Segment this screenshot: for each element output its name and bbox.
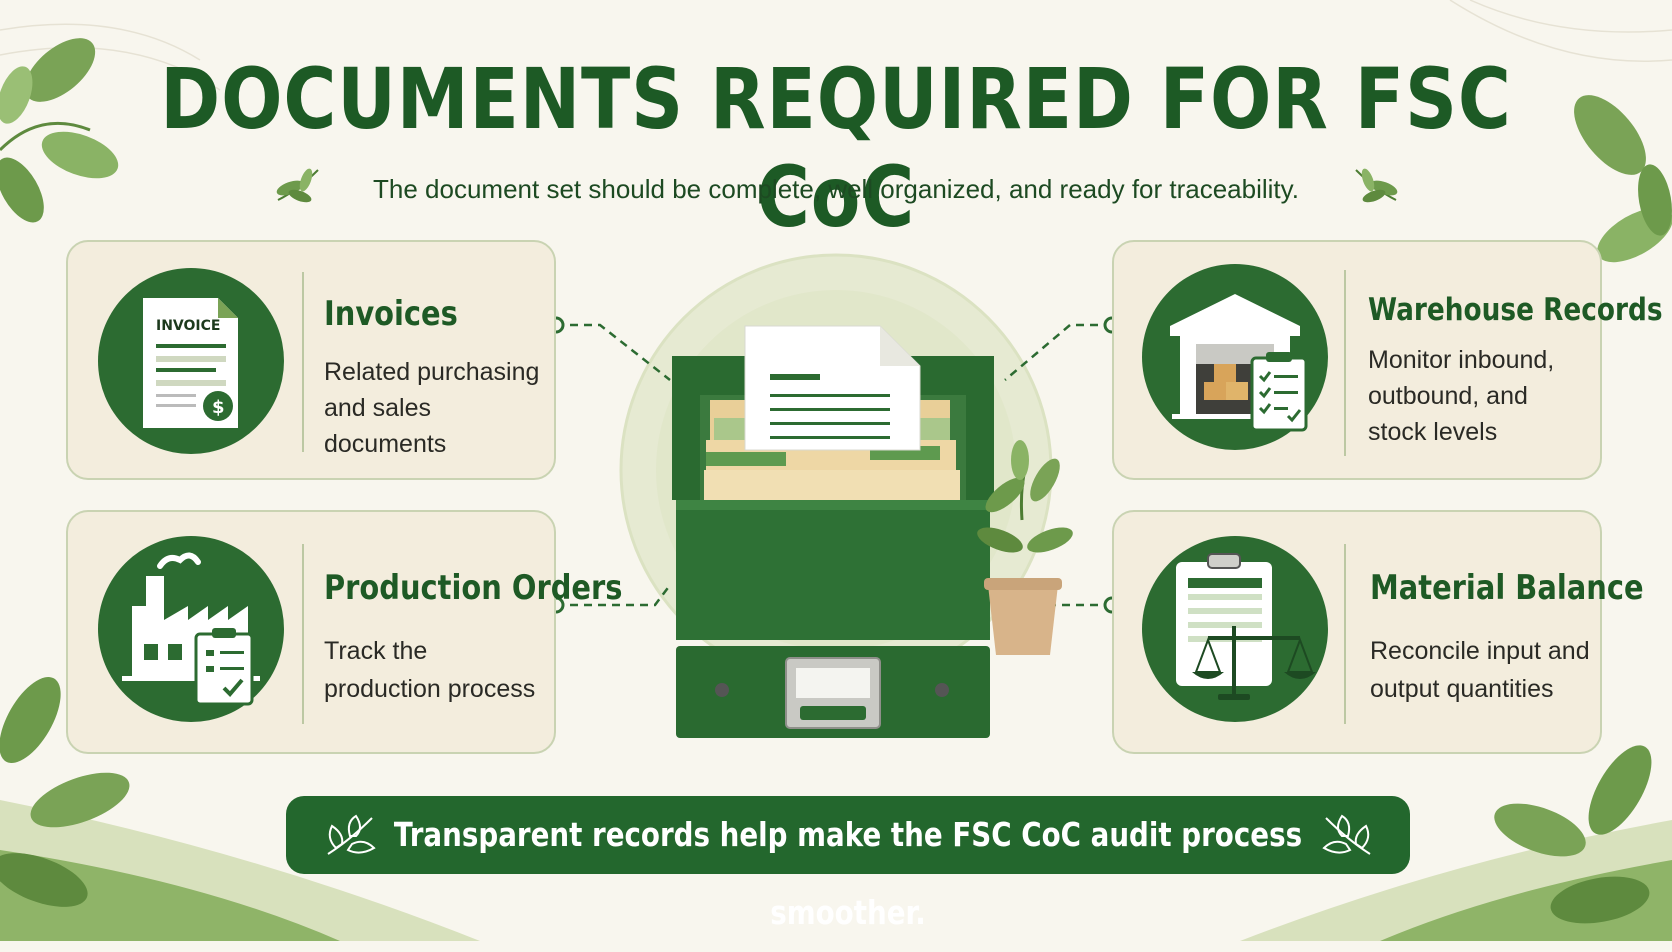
leaf-sprig-icon	[276, 168, 319, 203]
footer-banner: Transparent records help make the FSC Co…	[286, 796, 1410, 932]
page-subtitle: The document set should be complete, wel…	[373, 174, 1299, 204]
card-title: Warehouse Records	[1368, 292, 1663, 328]
card-warehouse-records: Warehouse Records Monitor inbound, outbo…	[1112, 240, 1663, 480]
warehouse-icon	[1142, 264, 1328, 450]
page-title: DOCUMENTS REQUIRED FOR FSC CoC	[160, 50, 1512, 246]
card-description-line: Related purchasing	[324, 358, 540, 386]
leaf-outline-icon	[1322, 814, 1371, 855]
card-description-line: outbound, and	[1368, 382, 1528, 410]
potted-plant-illustration	[977, 440, 1073, 655]
card-description-line: Track the	[324, 637, 428, 665]
file-box-illustration	[672, 325, 994, 738]
connector-lines	[556, 323, 1112, 607]
card-description-line: Monitor inbound,	[1368, 346, 1555, 374]
leaf-outline-icon	[327, 814, 376, 855]
invoice-icon-label: INVOICE	[156, 318, 220, 334]
card-description-line: output quantities	[1370, 675, 1554, 703]
balance-scale-icon	[1142, 536, 1328, 722]
card-description-line: production process	[324, 675, 536, 703]
leaf-decoration-top-left	[0, 38, 119, 223]
card-description-line: stock levels	[1368, 418, 1498, 446]
card-title: Production Orders	[324, 568, 623, 608]
leaf-sprig-icon	[1355, 168, 1398, 203]
card-description-line: Reconcile input and	[1370, 637, 1590, 665]
svg-text:$: $	[212, 397, 225, 418]
leaf-decoration-top-right	[1574, 95, 1672, 263]
card-material-balance: Material Balance Reconcile input and out…	[1112, 510, 1644, 754]
leaf-decoration-bottom-right	[1494, 745, 1652, 924]
card-production-orders: Production Orders Track the production p…	[66, 510, 622, 754]
invoice-icon: INVOICE $	[98, 268, 284, 454]
factory-icon	[98, 536, 284, 722]
banner-text: Transparent records help make the FSC Co…	[393, 815, 1303, 932]
card-description-line: and sales documents	[324, 394, 447, 458]
card-title: Invoices	[324, 294, 458, 334]
card-invoices: INVOICE $ Invoices Related purchasing an…	[66, 240, 556, 480]
leaf-decoration-bottom-left	[0, 677, 130, 907]
card-title: Material Balance	[1370, 568, 1644, 608]
